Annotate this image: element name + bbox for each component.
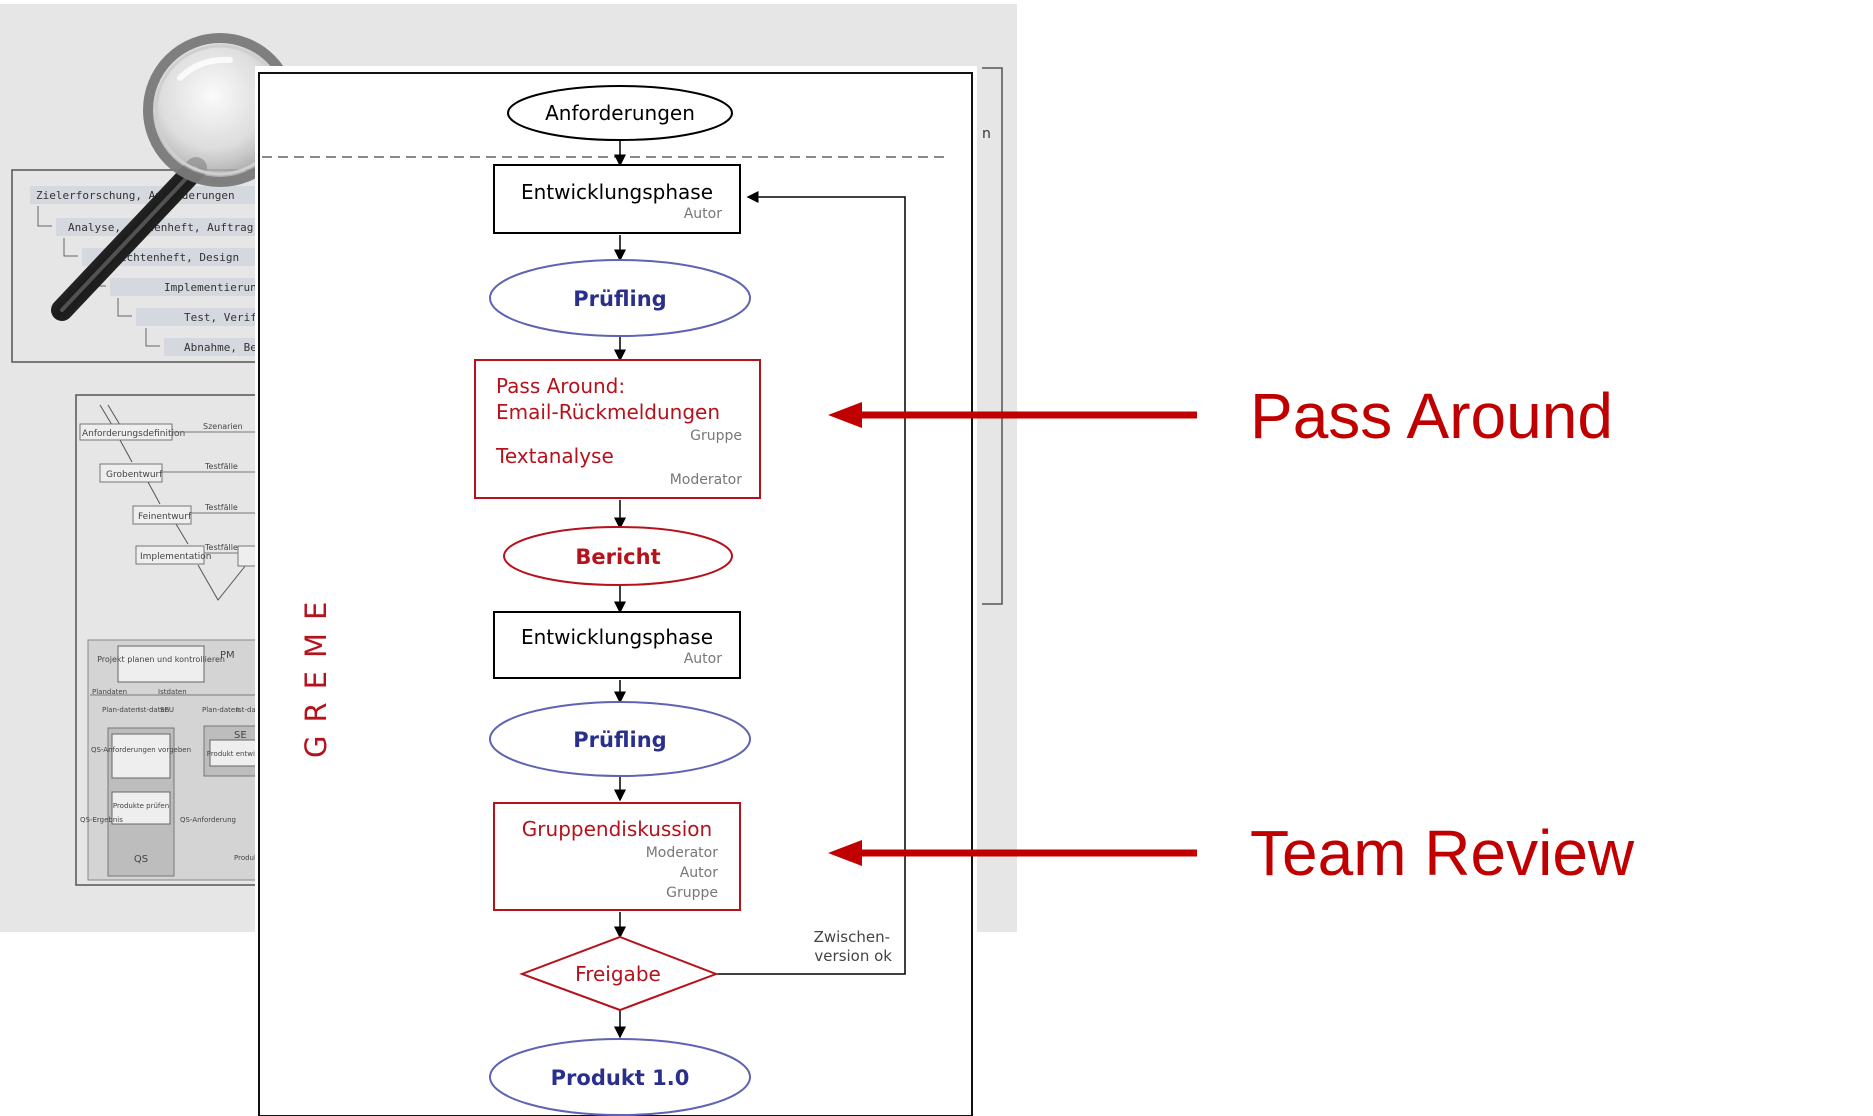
node-freigabe-label: Freigabe xyxy=(575,962,661,986)
pass-around-line2: Email-Rückmeldungen xyxy=(496,400,720,424)
node-pass-around xyxy=(474,359,761,499)
se-box: Produkt entwickeln xyxy=(207,750,274,758)
callouts: Pass Around Team Review xyxy=(828,380,1635,889)
v-model-diagram: Anforderungsdefinition Szenarien Grobent… xyxy=(75,394,274,886)
prod-label: Produkt xyxy=(234,854,261,862)
connectors xyxy=(614,140,906,1039)
node-entwicklungsphase-1-title: Entwicklungsphase xyxy=(521,180,713,204)
node-pruefling-1 xyxy=(489,259,751,337)
tree-row: Implementierung xyxy=(164,281,263,294)
greme-side-label: GREME xyxy=(299,589,333,758)
node-anforderungen-label: Anforderungen xyxy=(545,101,695,125)
v-step: Feinentwurf xyxy=(138,512,192,522)
produkte-box: Produkte prüfen xyxy=(113,802,169,810)
pm-label: PM xyxy=(220,650,235,661)
qs-anforderung-label: QS-Anforderung xyxy=(180,816,236,824)
pass-around-line3: Textanalyse xyxy=(495,444,614,468)
node-pruefling-2 xyxy=(489,701,751,777)
gruppendiskussion-role: Moderator xyxy=(646,845,719,861)
qs-req-box: QS-Anforderungen vorgeben xyxy=(91,746,191,754)
v-step: Anforderungsdefinition xyxy=(82,429,185,439)
gruppendiskussion-role: Gruppe xyxy=(666,885,718,901)
loop-label-line1: Zwischen- xyxy=(814,928,890,946)
svg-text:n: n xyxy=(982,126,991,142)
plan-short: Plan-daten xyxy=(102,706,140,714)
v-step: Grobentwurf xyxy=(106,470,163,480)
team-review-arrowhead-icon xyxy=(828,840,862,866)
node-bericht xyxy=(503,526,733,586)
qs-label: QS xyxy=(134,854,148,865)
node-gruppendiskussion xyxy=(493,802,741,911)
callout-team-review: Team Review xyxy=(1250,817,1635,889)
tree-row: Zielerforschung, Anforderungen xyxy=(36,189,235,202)
node-pruefling-2-label: Prüfling xyxy=(573,728,666,752)
node-entwicklungsphase-2-role: Autor xyxy=(684,651,723,667)
node-produkt-label: Produkt 1.0 xyxy=(551,1066,690,1090)
seu-label: SEU xyxy=(160,706,174,714)
v-side-label: Testfälle xyxy=(204,462,238,471)
plandaten-label: Plandaten xyxy=(92,688,127,696)
v-side-label: Testfälle xyxy=(204,503,238,512)
node-bericht-label: Bericht xyxy=(575,545,660,569)
plan-short: Plan-daten xyxy=(202,706,240,714)
node-entwicklungsphase-2 xyxy=(493,611,741,679)
pass-around-arrowhead-icon xyxy=(828,402,862,428)
se-label: SE xyxy=(234,730,247,741)
loop-label-line2: version ok xyxy=(814,947,892,965)
v-side-label: Testfälle xyxy=(204,543,238,552)
node-gruppendiskussion-title: Gruppendiskussion xyxy=(522,817,712,841)
page-frame xyxy=(258,72,973,1116)
node-freigabe xyxy=(519,935,719,1012)
gruppendiskussion-role: Autor xyxy=(680,865,719,881)
callout-pass-around: Pass Around xyxy=(1250,380,1613,452)
v-step: Implementation xyxy=(140,552,211,562)
pass-around-line1: Pass Around: xyxy=(496,374,625,398)
pass-around-role2: Moderator xyxy=(670,472,743,488)
node-entwicklungsphase-1 xyxy=(493,164,741,234)
pass-around-role1: Gruppe xyxy=(690,428,742,444)
tree-row: Analyse, Lastenheft, Auftrag xyxy=(68,221,253,234)
qs-ergebnis-label: QS-Ergebnis xyxy=(80,816,123,824)
node-produkt xyxy=(489,1038,751,1116)
v-side-label: Szenarien xyxy=(203,422,243,431)
ist-short: Ist-daten xyxy=(236,706,267,714)
istdaten-label: Istdaten xyxy=(158,688,187,696)
tree-row: Pflichtenheft, Design xyxy=(100,251,239,264)
node-anforderungen xyxy=(507,85,733,141)
node-entwicklungsphase-2-title: Entwicklungsphase xyxy=(521,625,713,649)
node-entwicklungsphase-1-role: Autor xyxy=(684,206,723,222)
tree-row-bg xyxy=(30,186,270,204)
bg-bracket xyxy=(982,67,1003,605)
node-pruefling-1-label: Prüfling xyxy=(573,287,666,311)
pm-plan-box: Projekt planen und kontrollieren xyxy=(97,655,225,664)
ist-short: Ist-daten xyxy=(138,706,169,714)
greme-flowchart: GREME Anforderungen Entwicklungsphase Au… xyxy=(255,66,977,1116)
